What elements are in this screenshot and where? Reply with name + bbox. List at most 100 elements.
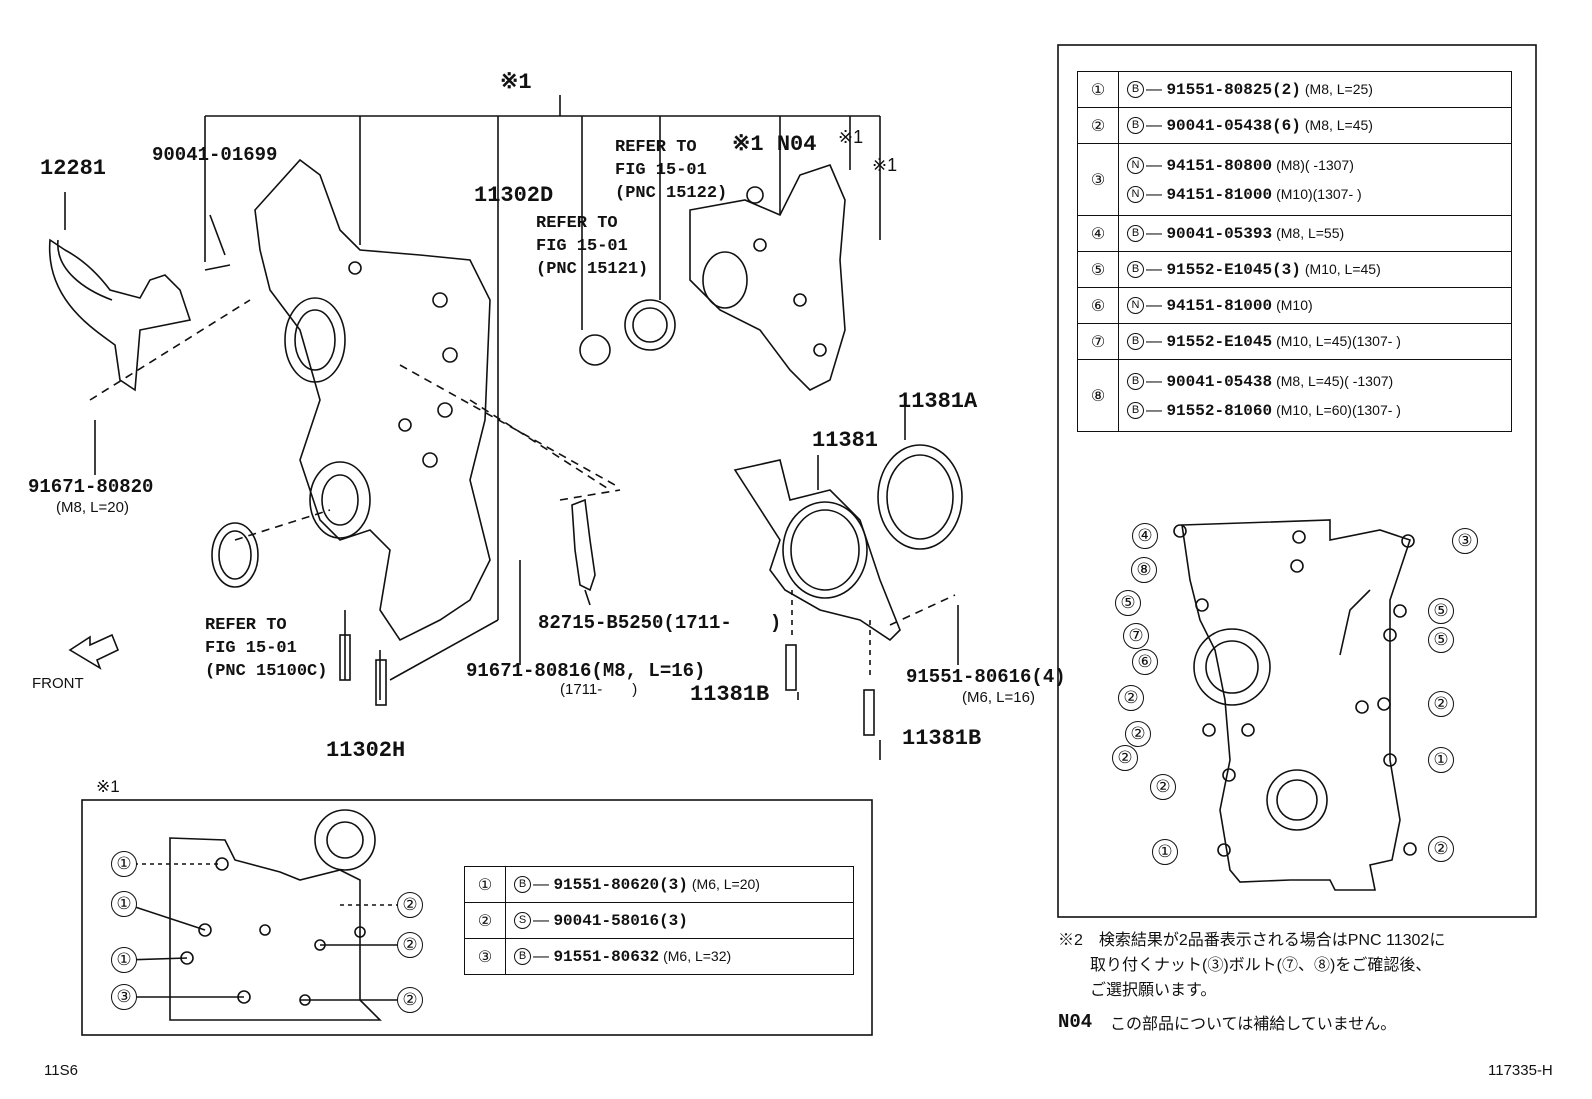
bracket-12281 <box>49 192 251 401</box>
row-parts: B— 90041-05438(M8, L=45)( -1307)B— 91552… <box>1118 359 1512 432</box>
seal-retainer-11381 <box>733 459 956 736</box>
row-parts: B— 91551-80620(3)(M6, L=20) <box>505 866 854 903</box>
oil-seal-11381A <box>877 444 963 550</box>
fastener-type-mark: S <box>514 912 531 930</box>
fastener-type-mark: B <box>1127 401 1144 419</box>
sub-engine-view <box>125 809 405 1021</box>
assembly-label-11302: ※1 <box>500 70 532 95</box>
part-label-90041-01699: 90041-01699 <box>152 144 278 166</box>
fastener-type-mark: B <box>1127 333 1144 351</box>
row-parts: B— 91552-E1045(3)(M10, L=45) <box>1118 251 1512 288</box>
right-frame <box>1057 44 1537 918</box>
callout-number: ④ <box>1132 523 1158 549</box>
callout-number: ⑧ <box>1131 557 1157 583</box>
fastener-type-mark: B <box>514 948 531 966</box>
sub-callout-number: ① <box>111 947 137 973</box>
part-spec: (M6, L=20) <box>691 876 760 892</box>
part-number: 94151-81000 <box>1166 297 1273 315</box>
callout-number: ② <box>1125 721 1151 747</box>
mark-1-upper: ※1 <box>838 127 864 147</box>
part-label-11381: 11381 <box>812 428 879 453</box>
part-spec: (M10, L=60)(1307- ) <box>1276 401 1401 418</box>
part-label-91551-80616: 91551-80616(4) <box>906 666 1066 688</box>
row-parts: B— 90041-05438(6)(M8, L=45) <box>1118 107 1512 144</box>
part-spec: (M8, L=55) <box>1276 225 1345 241</box>
row-number: ⑥ <box>1077 287 1119 324</box>
part-spec: (M10, L=45)(1307- ) <box>1276 333 1401 349</box>
callout-number: ② <box>1428 836 1454 862</box>
part-spec-91551-80616: (M6, L=16) <box>962 689 1035 706</box>
front-arrow-icon <box>68 633 120 670</box>
part-number: 91551-80632 <box>553 948 660 966</box>
row-number: ⑦ <box>1077 323 1119 360</box>
callout-number: ⑤ <box>1428 598 1454 624</box>
fastener-type-mark: N <box>1127 297 1144 315</box>
note-n04-key: N04 <box>1058 1011 1093 1033</box>
part-spec-91671-80816: (1711- ) <box>560 681 638 698</box>
row-parts: N— 94151-80800(M8)( -1307)N— 94151-81000… <box>1118 143 1512 216</box>
row-parts: B— 91552-E1045(M10, L=45)(1307- ) <box>1118 323 1512 360</box>
row-number: ③ <box>464 938 506 975</box>
part-spec: (M8, L=45) <box>1304 117 1373 133</box>
callout-number: ① <box>1428 747 1454 773</box>
part-number: 90041-05438 <box>1166 372 1273 391</box>
fastener-type-mark: N <box>1127 185 1144 203</box>
sub-frame <box>81 799 873 1036</box>
oil-pump-rotor <box>579 299 676 366</box>
part-spec: (M6, L=32) <box>663 948 732 964</box>
callout-number: ⑥ <box>1132 649 1158 675</box>
sub-callout-number: ① <box>111 851 137 877</box>
row-parts: S— 90041-58016(3) <box>505 902 854 939</box>
fastener-type-mark: B <box>1127 117 1144 135</box>
part-label-11302H: 11302H <box>326 738 406 763</box>
callout-number: ① <box>1152 839 1178 865</box>
row-number: ⑧ <box>1077 359 1119 432</box>
part-number: 91552-E1045 <box>1166 333 1273 351</box>
part-label-n04: ※1 N04 <box>732 132 817 157</box>
part-spec: (M8, L=45)( -1307) <box>1276 372 1394 389</box>
oil-pump-cover <box>689 164 846 391</box>
row-number: ② <box>1077 107 1119 144</box>
row-parts: B— 91551-80632(M6, L=32) <box>505 938 854 975</box>
callout-number: ② <box>1112 745 1138 771</box>
part-number: 90041-05393 <box>1166 225 1273 243</box>
part-number: 91552-E1045(3) <box>1166 261 1301 279</box>
row-number: ① <box>464 866 506 903</box>
callout-number: ② <box>1118 685 1144 711</box>
fastener-type-mark: B <box>514 876 531 894</box>
part-label-91671-80820: 91671-80820 <box>28 476 154 498</box>
note-n04-text: この部品については補給していません。 <box>1110 1016 1397 1033</box>
row-parts: B— 90041-05393(M8, L=55) <box>1118 215 1512 252</box>
part-number: 90041-58016(3) <box>553 912 688 930</box>
callout-number: ② <box>1428 691 1454 717</box>
sub-view-mark: ※1 <box>96 777 120 796</box>
plate-82715 <box>559 489 621 592</box>
part-spec: (M8)( -1307) <box>1276 156 1354 173</box>
part-label-11302D: 11302D <box>474 183 554 208</box>
part-spec: (M10)(1307- ) <box>1276 185 1362 202</box>
sub-callout-number: ② <box>397 932 423 958</box>
part-number: 91551-80620(3) <box>553 876 688 894</box>
fastener-type-mark: B <box>1127 225 1144 243</box>
footer-right: 117335-H <box>1488 1062 1553 1079</box>
assembly-bracket <box>204 95 881 681</box>
front-label: FRONT <box>32 675 84 692</box>
row-parts: B— 91551-80825(2)(M8, L=25) <box>1118 71 1512 108</box>
callout-number: ② <box>1150 774 1176 800</box>
timing-cover <box>204 158 616 706</box>
part-spec: (M8, L=25) <box>1304 81 1373 97</box>
part-number: 91552-81060 <box>1166 401 1273 420</box>
fastener-type-mark: B <box>1127 372 1144 390</box>
part-number: 94151-81000 <box>1166 185 1273 204</box>
